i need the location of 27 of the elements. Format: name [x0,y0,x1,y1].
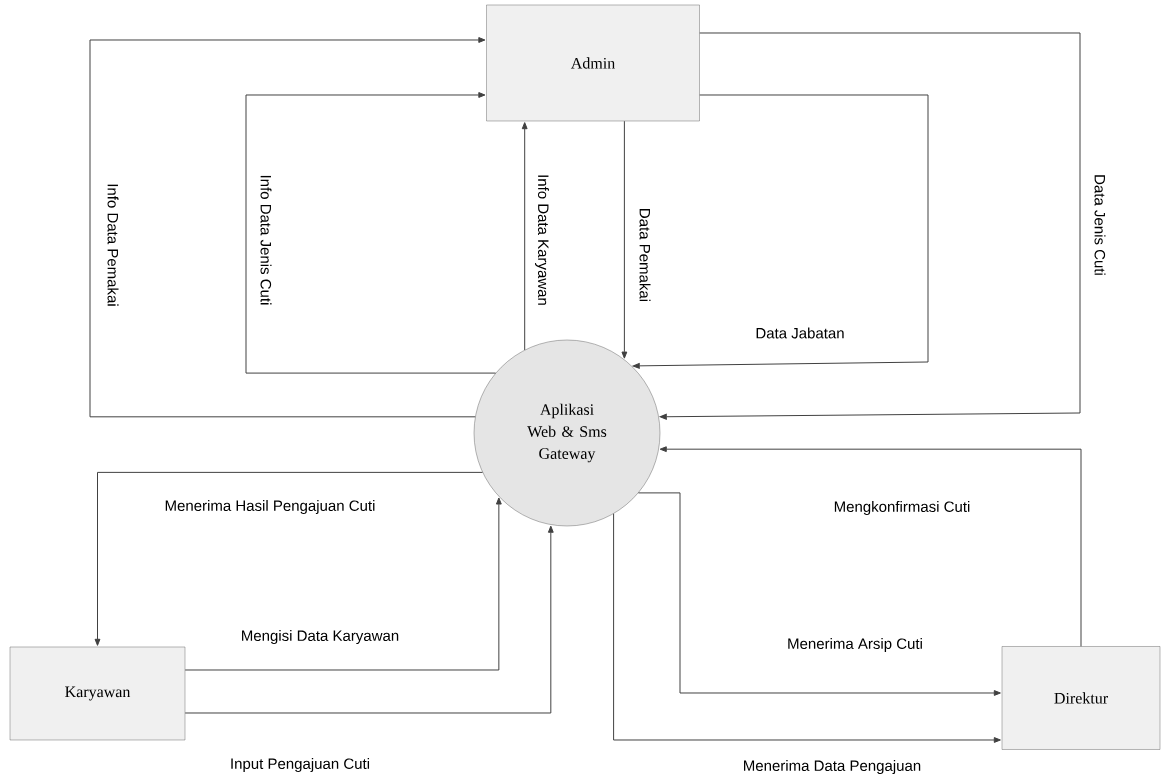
edge-label: Mengkonfirmasi Cuti [834,501,970,515]
arrow [621,120,628,359]
arrow [637,492,1001,696]
arrow [613,513,1001,743]
edge-label: Menerima Data Pengajuan [744,760,921,774]
edge-label: Info Data Pemakai [107,184,119,306]
arrow [632,94,929,369]
arrow [245,92,497,374]
edge-label: Input Pengajuan Cuti [231,758,369,772]
edge-label: Data Jabatan [756,327,844,339]
arrow [521,122,528,351]
arrow [89,37,486,418]
edge-label: Menerima Hasil Pengajuan Cuti [165,500,375,514]
edge-label: Info Data Jenis Cuti [260,175,272,305]
arrow [659,446,1082,647]
arrow [184,497,502,671]
arrow [659,32,1081,420]
edge-label: Menerima Arsip Cuti [788,638,922,652]
edge-label: Data Jenis Cuti [1094,175,1106,275]
edge-label: Data Pemakai [639,209,651,302]
arrow [184,525,554,714]
entity-box: Karyawan [9,646,186,741]
edge-label: Info Data Karyawan [535,175,549,305]
arrow [94,471,484,646]
entity-box: Admin [486,4,700,122]
edge-label: Mengisi Data Karyawan [242,630,399,644]
entity-box: Direktur [1001,646,1161,750]
